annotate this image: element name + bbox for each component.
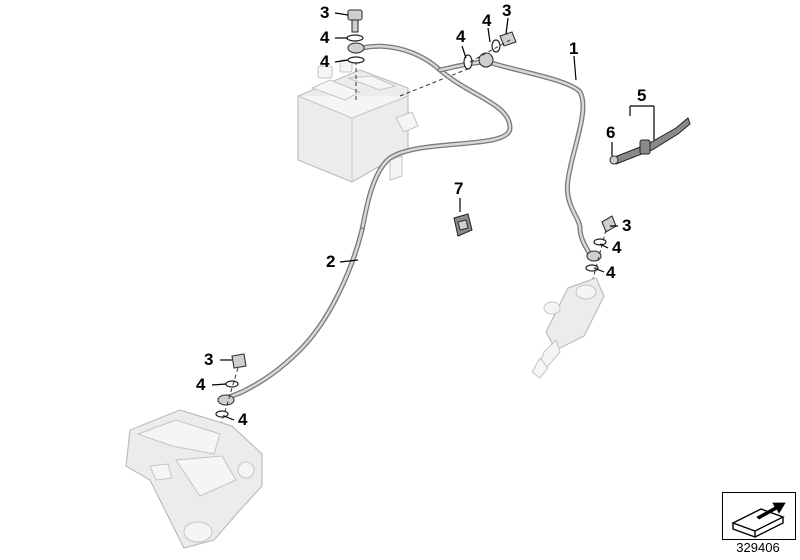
callout-5: 5 [637, 86, 646, 105]
callout-3: 3 [320, 3, 329, 22]
callout-3: 3 [622, 216, 631, 235]
screw-6 [609, 155, 619, 165]
banjo-bolt-top [347, 9, 363, 21]
hose-2 [219, 227, 365, 403]
leader-lines [211, 12, 655, 421]
hose-1 [485, 59, 595, 261]
cable-holder [609, 117, 691, 165]
arrow-bracket-icon [731, 502, 786, 538]
reference-box [722, 492, 796, 540]
callout-4: 4 [612, 238, 622, 257]
clip-7 [453, 213, 473, 237]
reference-number: 329406 [736, 540, 780, 555]
callouts: 3 4 4 4 4 3 1 5 6 7 3 4 4 2 3 4 4 [196, 1, 646, 429]
callout-4: 4 [238, 410, 248, 429]
washer-top-1 [346, 34, 364, 42]
callout-6: 6 [606, 123, 615, 142]
fittings-caliper [213, 353, 247, 449]
callout-4: 4 [320, 28, 330, 47]
cable-tie [611, 117, 691, 165]
banjo-bolt-master-cylinder [601, 215, 617, 233]
callout-3: 3 [502, 1, 511, 20]
callout-4: 4 [196, 375, 206, 394]
washer-top-2 [347, 56, 365, 64]
fittings-abs-right [463, 31, 517, 70]
abs-unit [297, 59, 471, 183]
brake-caliper [125, 409, 263, 549]
callout-2: 2 [326, 252, 335, 271]
banjo-bolt-caliper [231, 353, 247, 369]
callout-4: 4 [606, 263, 616, 282]
callout-7: 7 [454, 179, 463, 198]
callout-1: 1 [569, 39, 578, 58]
callout-4: 4 [456, 27, 466, 46]
master-cylinder [531, 277, 605, 379]
callout-3: 3 [204, 350, 213, 369]
fittings-abs-top [346, 9, 365, 64]
banjo-bolt-abs-right [499, 31, 517, 47]
callout-4: 4 [320, 52, 330, 71]
callout-4: 4 [482, 11, 492, 30]
